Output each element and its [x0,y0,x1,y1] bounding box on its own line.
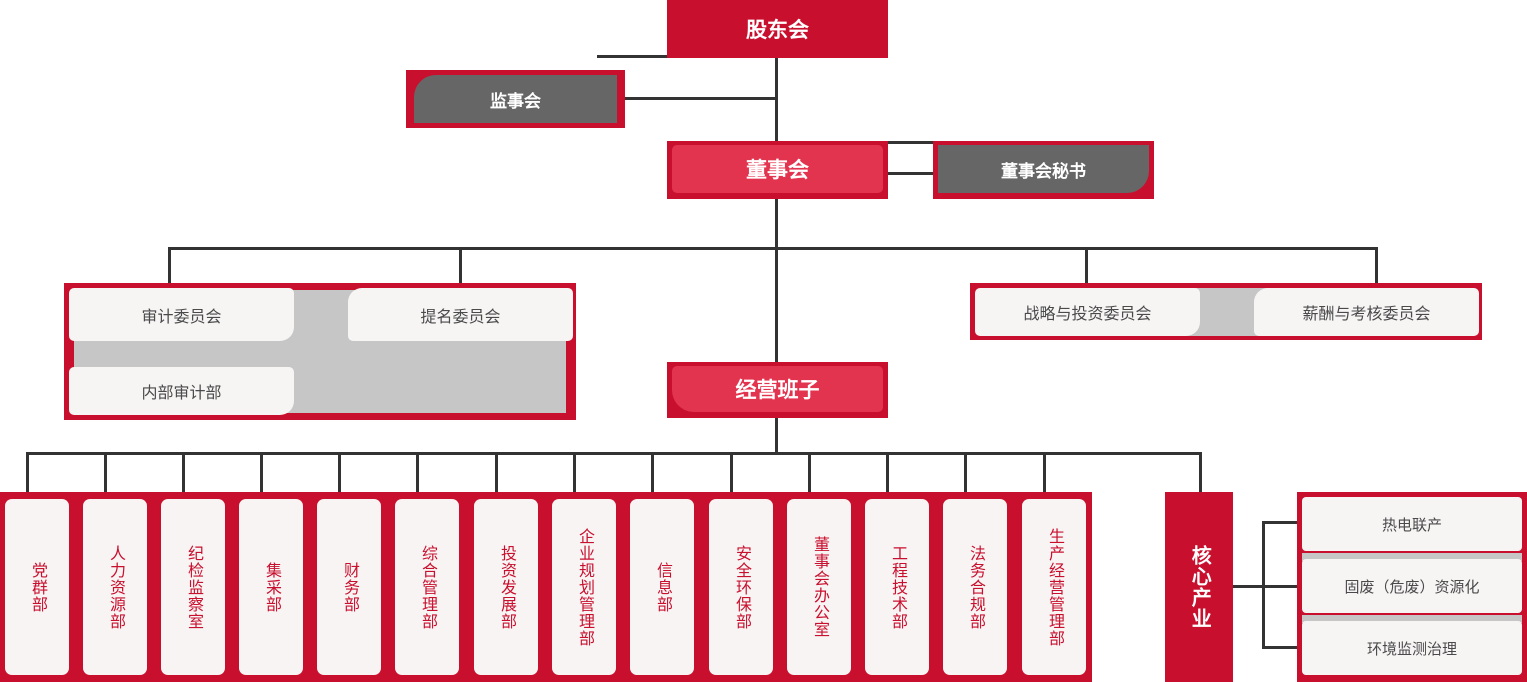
line-dept-riser [104,452,107,492]
department-label: 法务合规部 [966,544,984,630]
department-box[interactable]: 纪检监察室 [161,499,225,675]
node-board-secretary-label: 董事会秘书 [1001,161,1086,181]
node-industry-solid-waste[interactable]: 固废（危废）资源化 [1302,559,1522,613]
line-shareholders-to-board [775,58,778,150]
department-box[interactable]: 党群部 [5,499,69,675]
line-dept-riser [182,452,185,492]
node-board[interactable]: 董事会 [672,145,883,193]
node-board-secretary-frame: 董事会秘书 [933,141,1154,199]
node-shareholders[interactable]: 股东会 [667,0,888,58]
node-audit-committee-label: 审计委员会 [141,308,222,326]
core-industry-group-frame: 热电联产 固废（危废）资源化 环境监测治理 [1297,492,1527,682]
line-committee-drop-remuneration [1375,247,1378,292]
department-box[interactable]: 信息部 [630,499,694,675]
node-internal-audit-dept-label: 内部审计部 [141,385,222,402]
line-dept-riser [416,452,419,492]
department-box[interactable]: 集采部 [239,499,303,675]
department-label: 党群部 [28,561,46,613]
node-nomination-committee-label: 提名委员会 [420,308,501,326]
department-box[interactable]: 董事会办公室 [787,499,851,675]
line-dept-riser [338,452,341,492]
line-core-industry-riser [1199,452,1202,492]
line-supervisors-connector [622,97,778,100]
department-box[interactable]: 人力资源部 [83,499,147,675]
department-label: 董事会办公室 [810,536,828,638]
node-internal-audit-dept[interactable]: 内部审计部 [69,367,294,415]
node-management[interactable]: 经营班子 [672,366,883,412]
node-remuneration-committee[interactable]: 薪酬与考核委员会 [1254,288,1479,336]
node-board-frame: 董事会 [667,141,888,199]
node-supervisors[interactable]: 监事会 [414,75,617,123]
department-box[interactable]: 投资发展部 [474,499,538,675]
node-remuneration-committee-label: 薪酬与考核委员会 [1302,306,1431,323]
department-label: 信息部 [653,561,671,613]
line-core-industry-branch-3 [1262,646,1306,649]
department-box[interactable]: 安全环保部 [709,499,773,675]
line-dept-riser [1043,452,1046,492]
node-nomination-committee[interactable]: 提名委员会 [348,288,573,341]
node-strategy-committee[interactable]: 战略与投资委员会 [975,288,1200,336]
line-dept-riser [808,452,811,492]
department-box[interactable]: 法务合规部 [943,499,1007,675]
node-supervisors-label: 监事会 [490,91,541,111]
line-committee-drop-audit [168,247,171,292]
node-strategy-committee-label: 战略与投资委员会 [1023,306,1152,323]
node-board-label: 董事会 [746,159,809,182]
department-label: 投资发展部 [497,544,515,630]
node-supervisors-frame: 监事会 [406,70,625,128]
department-label: 集采部 [262,561,280,613]
core-industry-divider-1 [1302,553,1522,561]
line-dept-riser [495,452,498,492]
node-industry-solid-waste-label: 固废（危废）资源化 [1344,578,1480,596]
department-box[interactable]: 财务部 [317,499,381,675]
department-label: 纪检监察室 [184,544,202,630]
node-management-label: 经营班子 [735,379,820,402]
department-box[interactable]: 企业规划管理部 [552,499,616,675]
department-label: 综合管理部 [418,544,436,630]
line-dept-riser [651,452,654,492]
line-dept-riser [260,452,263,492]
line-dept-riser [730,452,733,492]
department-box[interactable]: 生产经营管理部 [1022,499,1086,675]
line-core-industry-stem [1221,585,1265,588]
node-industry-env-monitoring[interactable]: 环境监测治理 [1302,621,1522,675]
line-board-secretary-top [886,141,936,144]
department-label: 工程技术部 [888,544,906,630]
line-dept-riser [573,452,576,492]
line-board-secretary-bottom [866,172,936,175]
line-dept-riser [886,452,889,492]
department-label: 安全环保部 [732,544,750,630]
line-department-bus [26,452,1201,455]
node-board-secretary[interactable]: 董事会秘书 [938,145,1149,193]
node-shareholders-label: 股东会 [746,19,809,42]
committee-group-left-frame: 审计委员会 提名委员会 内部审计部 [64,283,576,420]
node-industry-cogeneration-label: 热电联产 [1381,516,1442,534]
line-committee-bus [168,247,1378,250]
core-industry-divider-2 [1302,615,1522,623]
line-management-down [775,418,778,454]
node-industry-env-monitoring-label: 环境监测治理 [1366,640,1457,658]
line-dept-riser [26,452,29,492]
department-label: 财务部 [340,561,358,613]
department-label: 企业规划管理部 [575,527,593,647]
line-committee-drop-nomination [459,247,462,292]
line-dept-riser [964,452,967,492]
line-core-industry-branch-1 [1262,521,1306,524]
node-core-industry[interactable]: 核心产业 [1165,492,1233,682]
node-industry-cogeneration[interactable]: 热电联产 [1302,497,1522,551]
committee-group-right-frame: 战略与投资委员会 薪酬与考核委员会 [970,283,1482,340]
line-committee-drop-strategy [1085,247,1088,292]
node-core-industry-label: 核心产业 [1188,545,1211,629]
line-board-down [775,198,778,250]
node-management-frame: 经营班子 [667,362,888,418]
department-label: 生产经营管理部 [1045,527,1063,647]
department-box[interactable]: 综合管理部 [395,499,459,675]
node-audit-committee[interactable]: 审计委员会 [69,288,294,341]
line-core-industry-branch-2 [1262,585,1306,588]
department-box[interactable]: 工程技术部 [865,499,929,675]
department-label: 人力资源部 [106,544,124,630]
line-board-to-management [775,247,778,362]
